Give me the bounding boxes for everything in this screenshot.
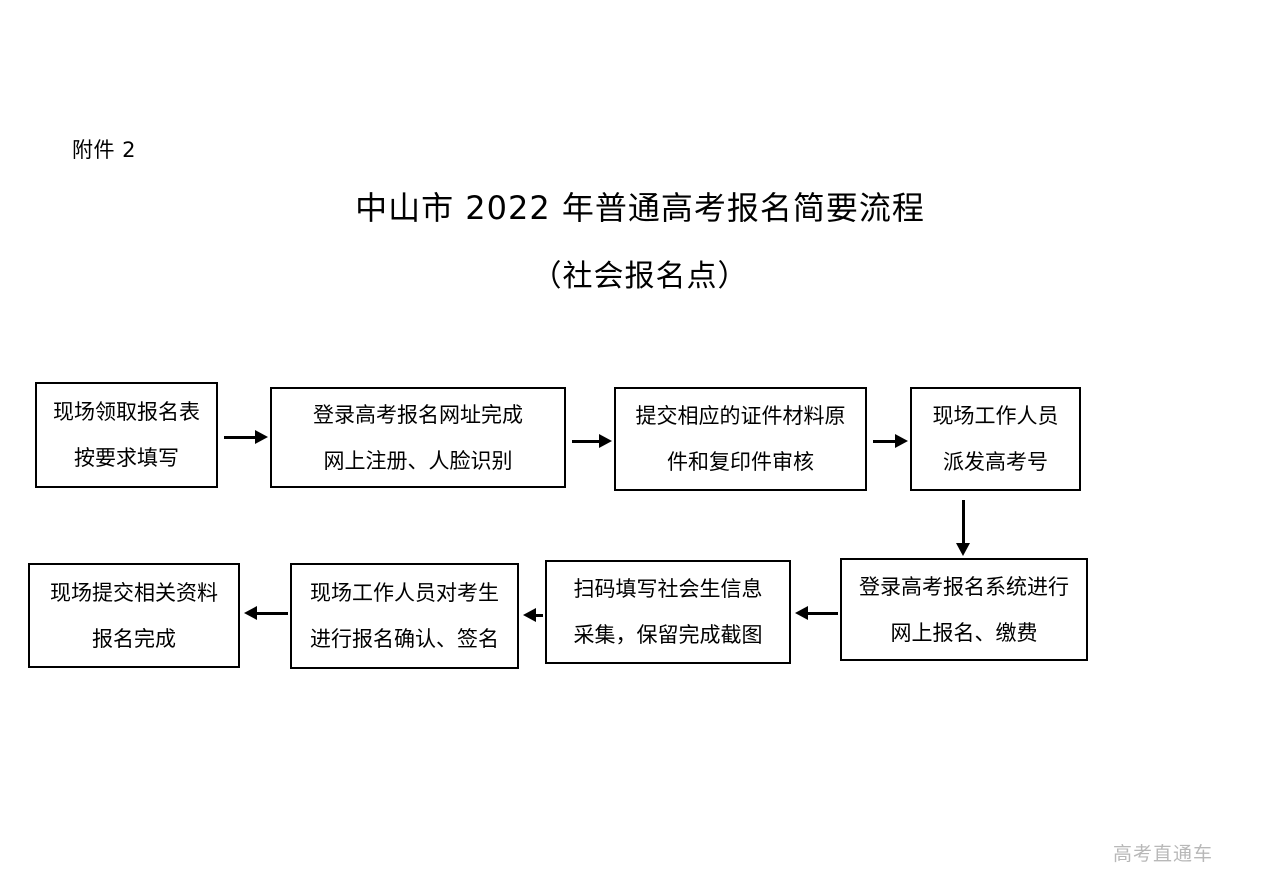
arrow-shaft xyxy=(961,500,965,544)
page-title: 中山市 2022 年普通高考报名简要流程 xyxy=(355,189,925,227)
arrow-head xyxy=(255,430,268,444)
arrow-shaft xyxy=(535,613,543,617)
flow-node-system-apply-pay[interactable]: 登录高考报名系统进行 网上报名、缴费 xyxy=(840,558,1088,661)
arrow-right-icon xyxy=(873,430,908,452)
flow-node-online-register[interactable]: 登录高考报名网址完成 网上注册、人脸识别 xyxy=(270,387,566,488)
arrow-right-icon xyxy=(224,426,268,448)
arrow-head xyxy=(895,434,908,448)
arrow-left-icon xyxy=(523,604,543,626)
page-subtitle: （社会报名点） xyxy=(531,259,749,294)
arrow-shaft xyxy=(873,439,896,443)
arrow-shaft xyxy=(572,439,600,443)
arrow-head xyxy=(795,606,808,620)
arrow-shaft xyxy=(224,435,256,439)
arrow-down-icon xyxy=(952,500,974,556)
flow-node-staff-confirm-sign[interactable]: 现场工作人员对考生 进行报名确认、签名 xyxy=(290,563,519,669)
flow-node-line: 网上注册、人脸识别 xyxy=(323,448,513,473)
flow-node-submit-materials-done[interactable]: 现场提交相关资料 报名完成 xyxy=(28,563,240,668)
flow-node-line: 网上报名、缴费 xyxy=(890,620,1038,645)
watermark: 高考直通车 xyxy=(1113,843,1214,865)
flow-node-line: 现场领取报名表 xyxy=(53,400,200,424)
title-block: 中山市 2022 年普通高考报名简要流程 （社会报名点） xyxy=(0,186,1280,298)
arrow-left-icon xyxy=(795,602,838,624)
arrow-left-icon xyxy=(244,602,288,624)
flow-node-line: 现场工作人员对考生 xyxy=(310,581,499,605)
flow-node-line: 进行报名确认、签名 xyxy=(310,627,499,651)
flow-node-line: 按要求填写 xyxy=(74,446,179,470)
arrow-shaft xyxy=(807,611,838,615)
flow-node-line: 现场提交相关资料 xyxy=(50,580,218,605)
flow-node-submit-documents[interactable]: 提交相应的证件材料原 件和复印件审核 xyxy=(614,387,867,491)
flow-node-line: 现场工作人员 xyxy=(932,404,1059,428)
flow-node-line: 登录高考报名网址完成 xyxy=(313,402,523,427)
flow-node-receive-form[interactable]: 现场领取报名表 按要求填写 xyxy=(35,382,218,488)
flow-node-line: 提交相应的证件材料原 xyxy=(635,404,846,428)
arrow-right-icon xyxy=(572,430,612,452)
flow-node-line: 件和复印件审核 xyxy=(667,450,814,474)
flow-node-scan-collect-info[interactable]: 扫码填写社会生信息 采集，保留完成截图 xyxy=(545,560,791,664)
arrow-shaft xyxy=(256,611,288,615)
arrow-head xyxy=(523,608,536,622)
arrow-head xyxy=(244,606,257,620)
attachment-label: 附件 2 xyxy=(72,138,137,162)
arrow-head xyxy=(956,543,970,556)
flow-node-line: 采集，保留完成截图 xyxy=(573,623,763,647)
flow-node-issue-exam-number[interactable]: 现场工作人员 派发高考号 xyxy=(910,387,1081,491)
flow-node-line: 派发高考号 xyxy=(943,450,1048,474)
flow-node-line: 报名完成 xyxy=(92,626,176,651)
flow-node-line: 扫码填写社会生信息 xyxy=(573,577,763,601)
arrow-head xyxy=(599,434,612,448)
flow-node-line: 登录高考报名系统进行 xyxy=(859,574,1069,599)
